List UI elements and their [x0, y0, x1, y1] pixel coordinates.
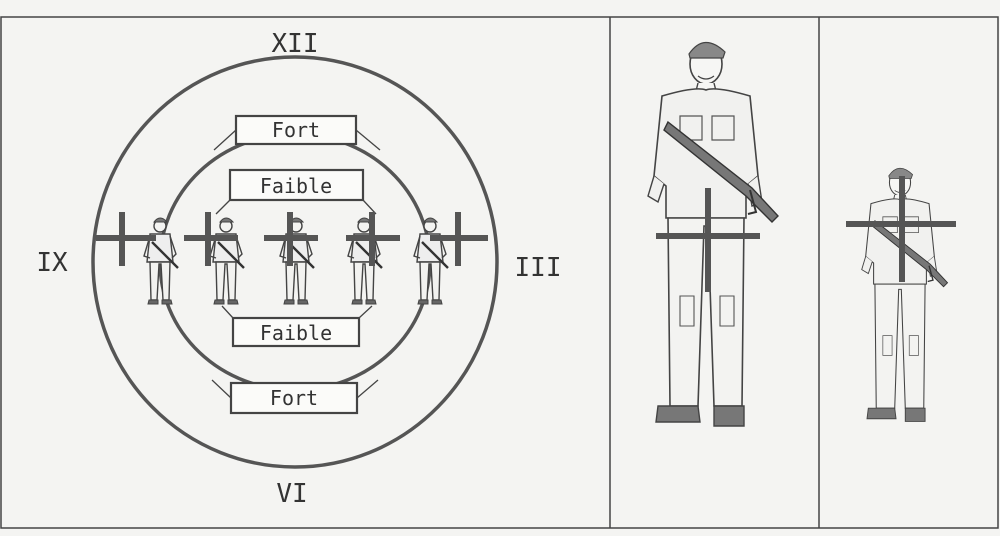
- connector-line: [362, 199, 377, 215]
- connector-line: [221, 305, 234, 319]
- soldier-figure-icon: [208, 216, 246, 306]
- large-figure-panel: [647, 41, 779, 427]
- soldier-figure-icon: [142, 216, 180, 306]
- clock-label-vi: VI: [276, 479, 307, 509]
- soldier-figure-icon: [278, 216, 316, 306]
- svg-text:Fort: Fort: [272, 118, 320, 142]
- clock-label-ix: IX: [36, 248, 68, 278]
- connector-line: [213, 129, 237, 151]
- connector-line: [211, 379, 232, 399]
- crosshair-icon: [656, 188, 760, 292]
- connector-line: [215, 199, 231, 215]
- zone-label-upper-inner: Faible: [228, 168, 365, 202]
- small-figure-panel: [846, 167, 956, 423]
- crosshair-icon: [846, 176, 956, 282]
- clock-label-iii: III: [515, 253, 562, 283]
- svg-text:Faible: Faible: [260, 174, 332, 198]
- soldier-figure-icon: [346, 216, 384, 306]
- zone-label-lower-inner: Faible: [231, 316, 361, 348]
- soldier-figure-icon: [412, 216, 450, 306]
- svg-text:Faible: Faible: [260, 321, 332, 345]
- zone-label-upper-outer: Fort: [234, 114, 358, 146]
- zone-label-lower-outer: Fort: [229, 381, 359, 415]
- outer-frame: [0, 16, 999, 529]
- crosshair-icon: [430, 212, 488, 266]
- clock-label-xii: XII: [272, 29, 319, 59]
- svg-text:Fort: Fort: [270, 386, 318, 410]
- connector-line: [355, 129, 381, 151]
- outer-ring: [91, 55, 499, 469]
- connector-line: [358, 305, 373, 319]
- crosshair-icon: [264, 212, 318, 266]
- connector-line: [356, 379, 379, 399]
- clock-target-panel: XII IX III VI Fort Faible Faible Fort: [36, 29, 561, 509]
- crosshair-icon: [184, 212, 238, 266]
- crosshair-icon: [96, 212, 156, 266]
- crosshair-icon: [346, 212, 400, 266]
